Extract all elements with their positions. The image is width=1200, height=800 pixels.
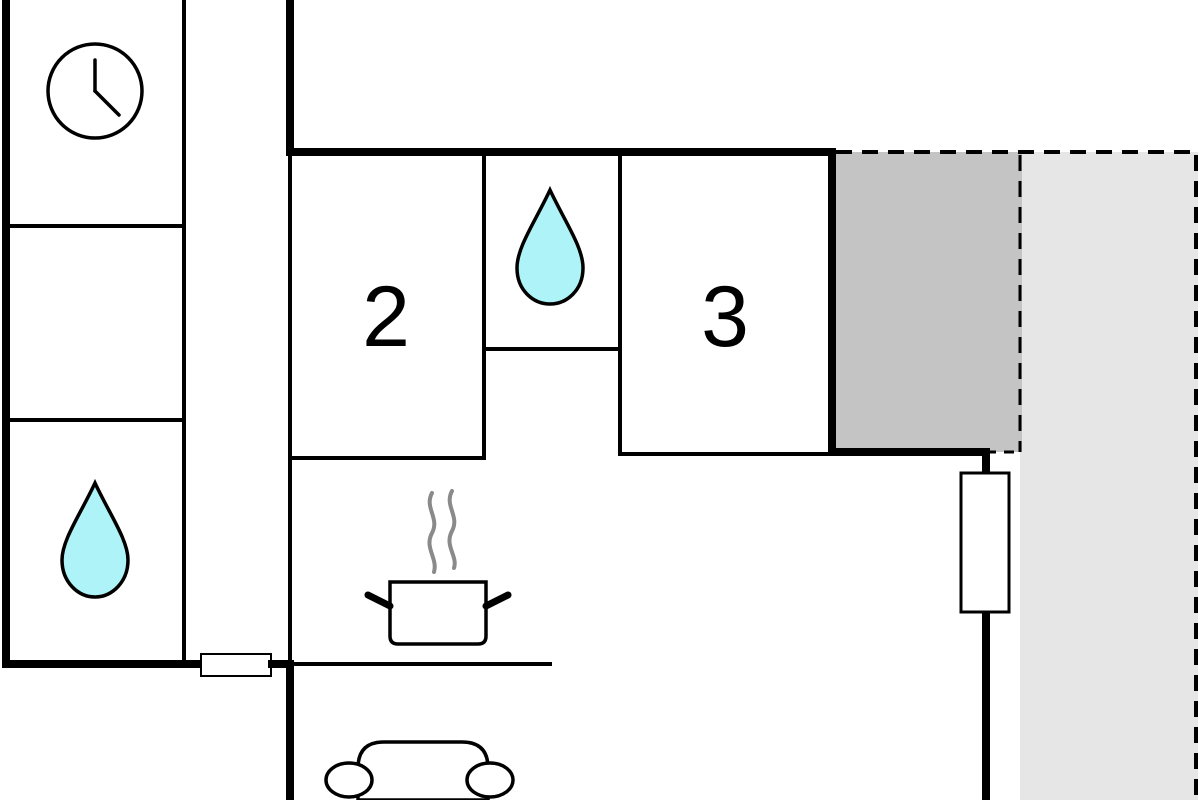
water-drop-icon — [60, 478, 130, 599]
terrace-light-area — [1020, 152, 1198, 800]
cooking-pot-icon — [364, 489, 512, 646]
clock-icon — [46, 42, 144, 140]
sofa-icon — [324, 740, 515, 800]
window — [959, 471, 1011, 614]
door — [200, 653, 272, 677]
water-drop-icon — [515, 185, 585, 306]
room-2-label: 2 — [362, 269, 410, 365]
terrace-dark-area — [832, 152, 1022, 452]
room-3-label: 3 — [701, 269, 749, 365]
